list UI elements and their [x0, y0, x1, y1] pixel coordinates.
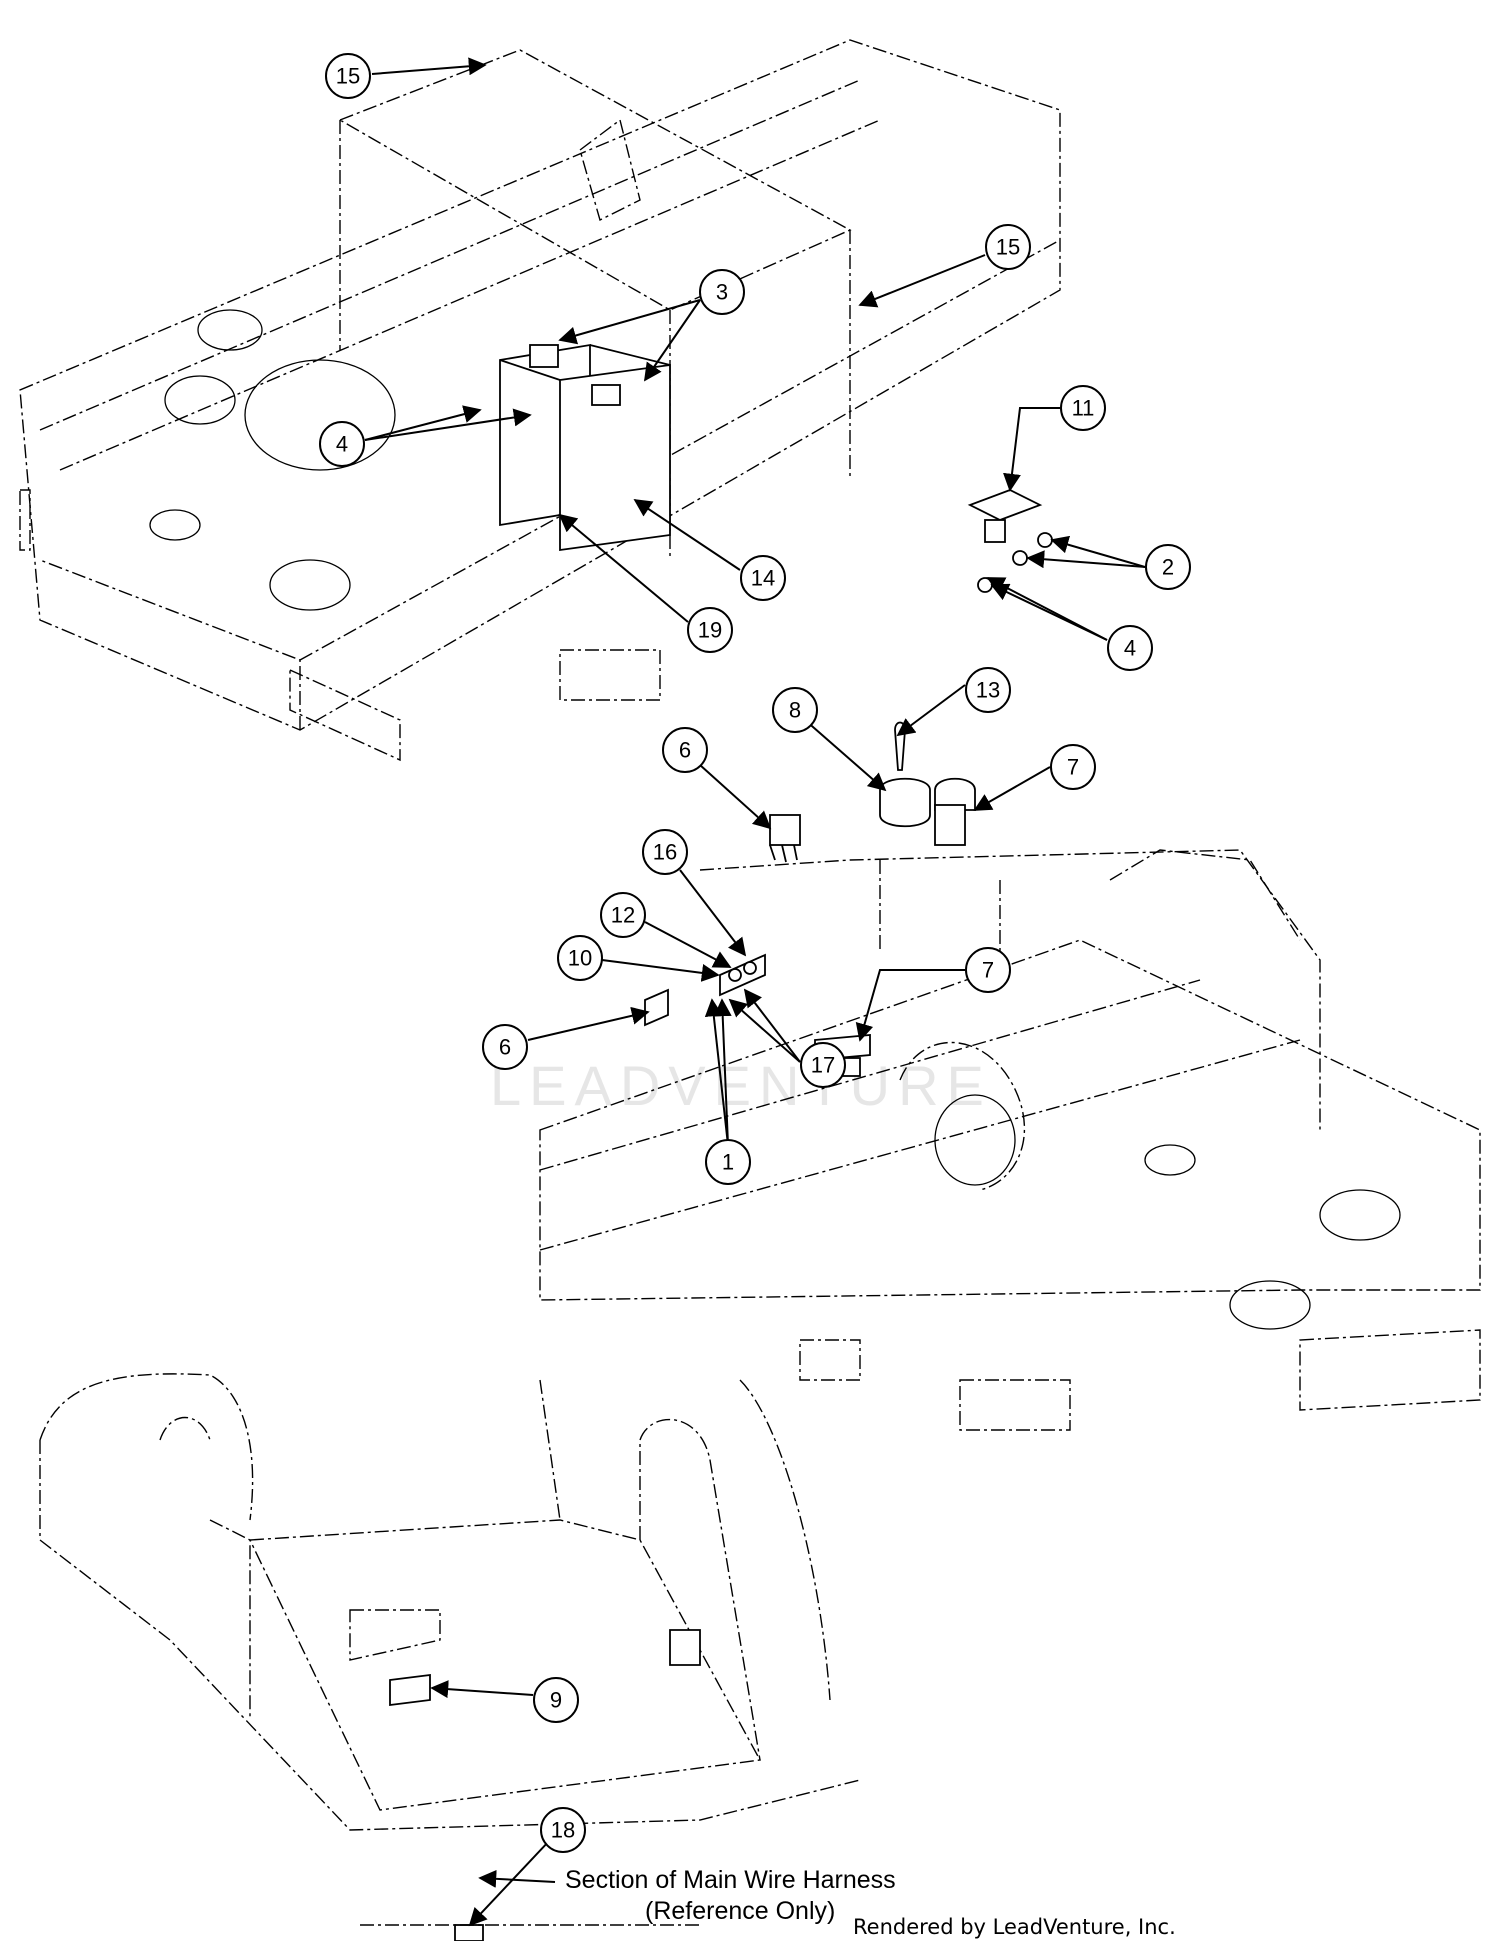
svg-text:16: 16 — [653, 840, 677, 865]
callout-18: 18 — [540, 1807, 586, 1853]
callout-8: 8 — [772, 687, 818, 733]
svg-text:3: 3 — [716, 280, 728, 305]
battery-assembly — [499, 343, 671, 552]
callout-10: 10 — [557, 935, 603, 981]
callout-7-top: 7 — [1050, 744, 1096, 790]
callout-13: 13 — [965, 667, 1011, 713]
callout-17: 17 — [800, 1042, 846, 1088]
callout-11: 11 — [1060, 385, 1106, 431]
svg-text:19: 19 — [698, 618, 722, 643]
callout-19: 19 — [687, 607, 733, 653]
svg-text:4: 4 — [336, 432, 348, 457]
svg-text:18: 18 — [551, 1818, 575, 1843]
svg-text:14: 14 — [751, 566, 775, 591]
callout-1: 1 — [705, 1139, 751, 1185]
svg-text:1: 1 — [722, 1150, 734, 1175]
callout-9: 9 — [533, 1677, 579, 1723]
callout-7-middle: 7 — [965, 947, 1011, 993]
svg-text:6: 6 — [679, 738, 691, 763]
svg-text:2: 2 — [1162, 555, 1174, 580]
callout-15-right: 15 — [985, 224, 1031, 270]
wire-harness-note-line1: Section of Main Wire Harness — [565, 1866, 896, 1894]
callout-12: 12 — [600, 892, 646, 938]
svg-text:11: 11 — [1072, 396, 1095, 421]
svg-text:17: 17 — [811, 1053, 835, 1078]
footer-credit: Rendered by LeadVenture, Inc. — [853, 1915, 1176, 1939]
callout-16: 16 — [642, 829, 688, 875]
callout-14: 14 — [740, 555, 786, 601]
callout-2: 2 — [1145, 544, 1191, 590]
svg-text:12: 12 — [611, 903, 635, 928]
callout-15-top: 15 — [325, 53, 371, 99]
switch-parts — [644, 721, 976, 1077]
watermark-text: LEADVENTURE — [490, 1054, 992, 1117]
svg-text:15: 15 — [336, 64, 360, 89]
svg-text:9: 9 — [550, 1688, 562, 1713]
svg-text:13: 13 — [976, 678, 1000, 703]
callout-3: 3 — [699, 269, 745, 315]
frame-assembly-middle — [539, 849, 1481, 1431]
svg-text:15: 15 — [996, 235, 1020, 260]
svg-text:10: 10 — [568, 946, 592, 971]
callout-6-top: 6 — [662, 727, 708, 773]
callout-4-right: 4 — [1107, 625, 1153, 671]
svg-text:7: 7 — [1067, 755, 1079, 780]
frame-assembly-bottom — [39, 1373, 861, 1941]
callout-6-bottom: 6 — [482, 1024, 528, 1070]
svg-text:4: 4 — [1124, 636, 1136, 661]
solenoid-part — [967, 489, 1053, 593]
svg-text:8: 8 — [789, 698, 801, 723]
svg-text:7: 7 — [982, 958, 994, 983]
wire-harness-note-line2: (Reference Only) — [645, 1897, 835, 1925]
callout-4-left: 4 — [319, 421, 365, 467]
svg-text:6: 6 — [499, 1035, 511, 1060]
callout-leaders — [364, 57, 1146, 1927]
